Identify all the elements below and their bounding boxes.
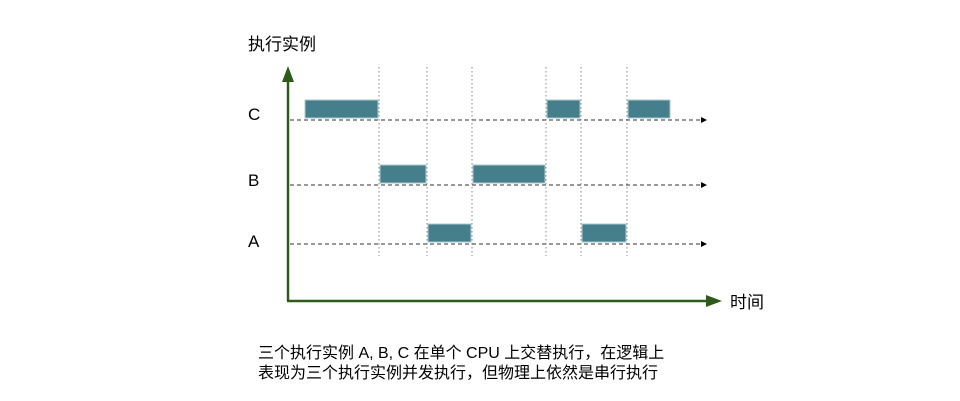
exec-slice-c xyxy=(627,99,671,119)
row-label-c: C xyxy=(248,105,261,124)
caption-line-2: 表现为三个执行实例并发执行，但物理上依然是串行执行 xyxy=(258,365,659,382)
exec-slice-b xyxy=(379,164,427,184)
exec-slice-c xyxy=(546,99,581,119)
exec-slice-a xyxy=(427,223,472,243)
exec-slice-c xyxy=(304,99,379,119)
row-label-b: B xyxy=(248,171,260,190)
x-axis-arrow-icon xyxy=(706,295,722,307)
y-axis-label: 执行实例 xyxy=(248,35,316,54)
y-axis-arrow-icon xyxy=(282,66,294,82)
x-axis-label: 时间 xyxy=(730,293,764,312)
exec-slice-a xyxy=(581,223,627,243)
exec-slice-b xyxy=(472,164,546,184)
caption-line-1: 三个执行实例 A, B, C 在单个 CPU 上交替执行，在逻辑上 xyxy=(258,345,665,362)
row-label-a: A xyxy=(248,232,260,251)
